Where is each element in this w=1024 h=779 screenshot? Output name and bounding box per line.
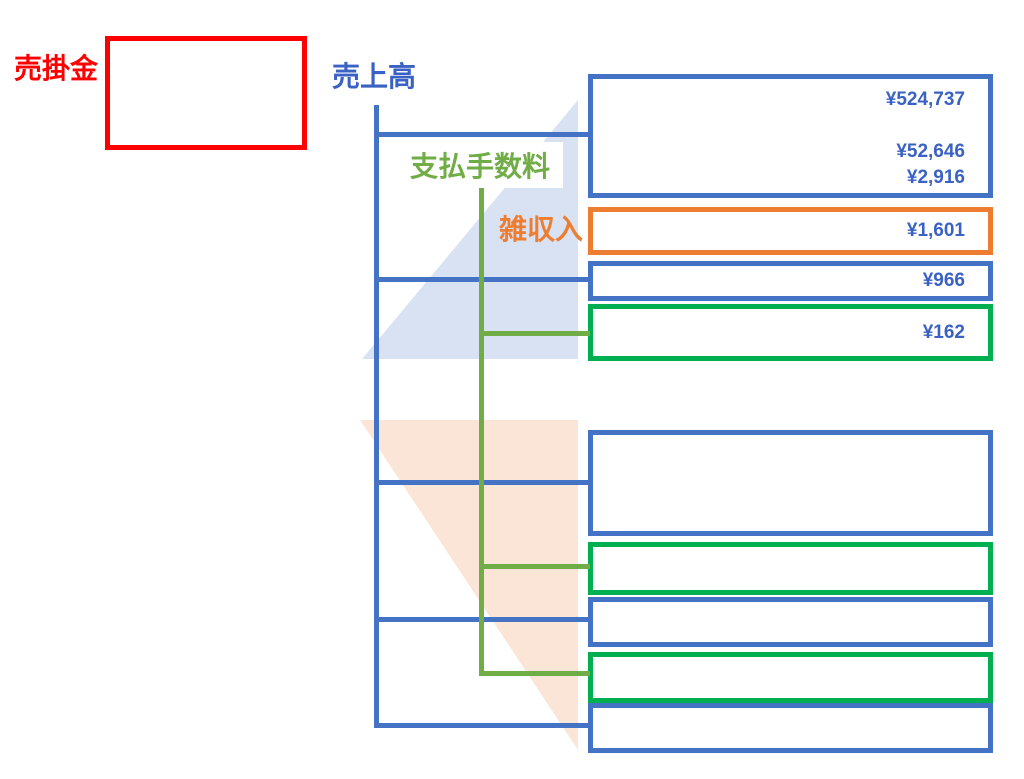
empty-blue-box-large xyxy=(588,430,993,536)
sales-label: 売上高 xyxy=(332,61,417,92)
empty-blue-box-1 xyxy=(588,597,993,647)
fee-branch-1 xyxy=(479,331,590,336)
payment-fee-label: 支払手数料 xyxy=(397,142,563,188)
sales-total-box: ¥524,737 ¥52,646 ¥2,916 xyxy=(588,74,993,198)
lower-cumulative-triangle xyxy=(360,420,578,750)
empty-green-box-2 xyxy=(588,652,993,703)
misc-income-amount: ¥1,601 xyxy=(906,220,965,241)
fee-branch-2 xyxy=(479,564,590,569)
fee-vertical-connector xyxy=(479,187,484,676)
sales-branch-1 xyxy=(374,132,590,137)
fee-branch-3 xyxy=(479,671,590,676)
empty-blue-box-2 xyxy=(588,703,993,753)
fee-blue-amount: ¥966 xyxy=(922,270,965,291)
fee-blue-amount-box: ¥966 xyxy=(588,261,993,301)
sales-component-amount-2: ¥2,916 xyxy=(906,167,965,188)
misc-income-amount-box: ¥1,601 xyxy=(588,207,993,255)
misc-income-label: 雑収入 xyxy=(499,214,584,245)
sales-total-amount: ¥524,737 xyxy=(885,89,965,110)
fee-green-amount-box: ¥162 xyxy=(588,304,993,361)
empty-green-box-1 xyxy=(588,542,993,595)
accounts-receivable-label: 売掛金 xyxy=(14,53,99,84)
sales-branch-5 xyxy=(374,723,590,728)
fee-green-amount: ¥162 xyxy=(922,321,965,343)
sales-vertical-connector xyxy=(374,105,379,728)
sales-component-amount-1: ¥52,646 xyxy=(896,141,965,162)
accounts-receivable-box xyxy=(105,36,307,150)
